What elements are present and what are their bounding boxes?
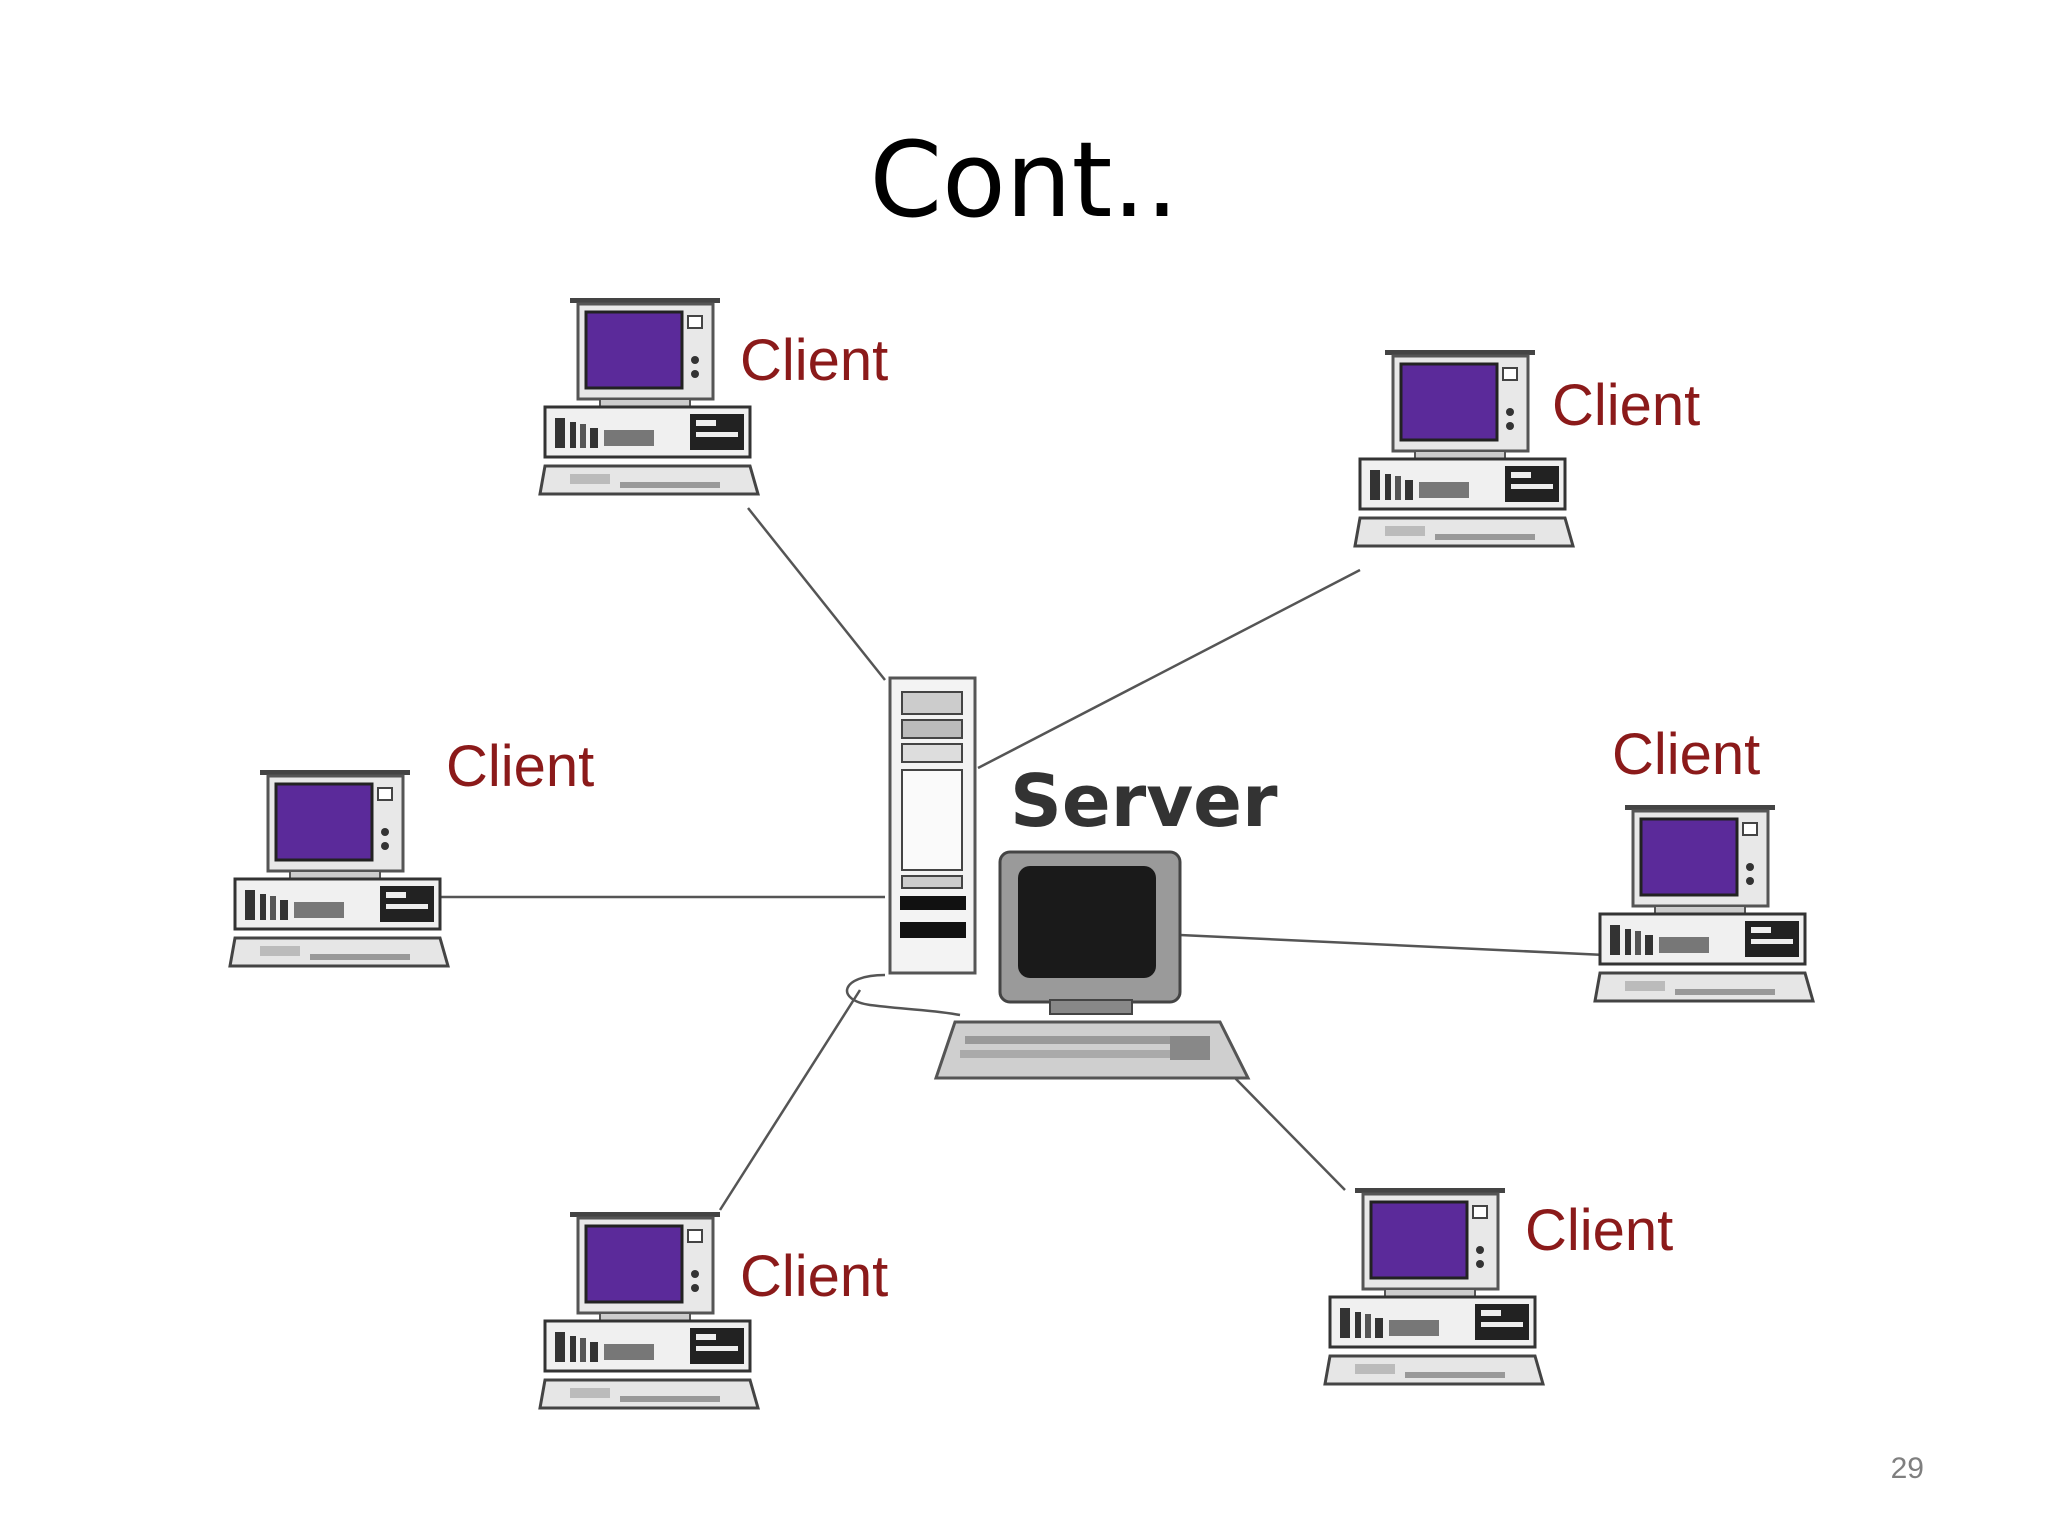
client-computer-icon — [228, 768, 450, 968]
client-computer-icon — [1353, 348, 1575, 548]
connection-lines — [440, 507, 1606, 1211]
client-computer-icon — [538, 296, 760, 496]
client-label: Client — [1525, 1198, 1673, 1263]
server-tower-icon — [888, 676, 977, 975]
client-label: Client — [740, 328, 888, 393]
client-computer-icon — [538, 1210, 760, 1410]
server-label: Server — [1010, 759, 1278, 843]
client-computer-icon — [1323, 1186, 1545, 1386]
page-number: 29 — [1890, 1452, 1924, 1485]
connection-line — [977, 568, 1361, 770]
client-label: Client — [446, 734, 594, 799]
server-cable — [845, 973, 961, 1017]
connection-line — [718, 989, 862, 1211]
client-label: Client — [740, 1244, 888, 1309]
slide-title: Cont.. — [869, 119, 1179, 241]
connection-line — [1234, 1077, 1346, 1191]
client-label: Client — [1552, 373, 1700, 438]
client-computer-icon — [1593, 803, 1815, 1003]
connection-line — [1179, 933, 1606, 957]
client-label: Client — [1612, 722, 1760, 787]
connection-line — [747, 507, 886, 681]
server-workstation-icon — [933, 850, 1251, 1080]
